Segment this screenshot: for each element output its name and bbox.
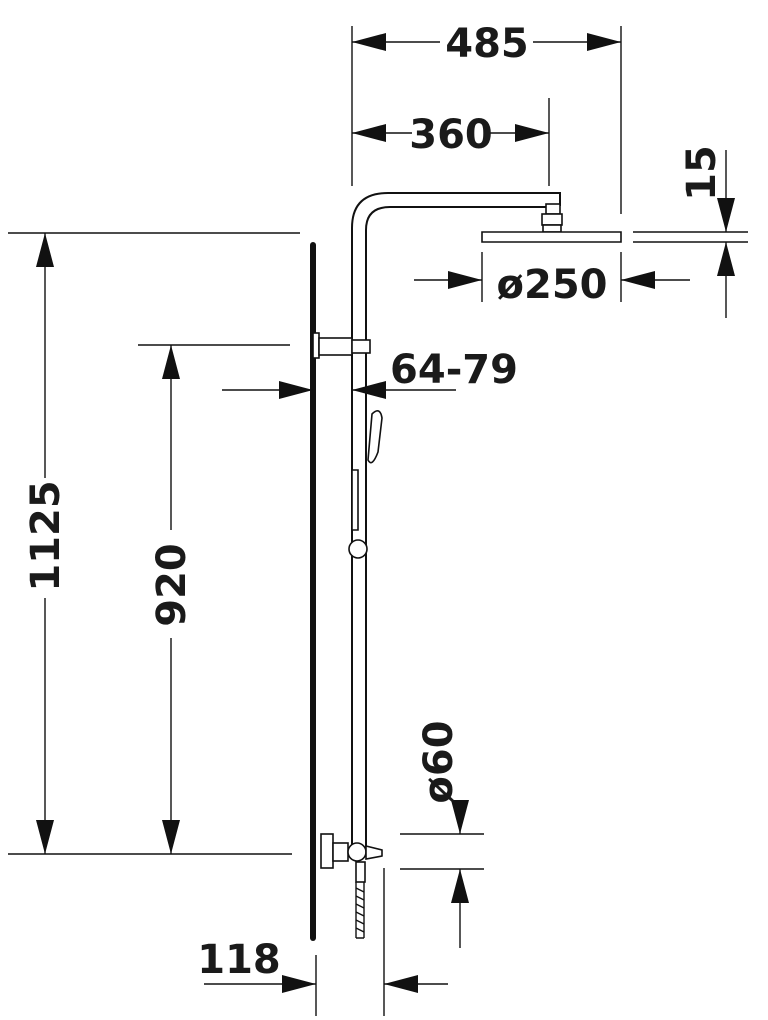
riser-pipe-inner — [365, 206, 548, 855]
dim-label-total-width: 485 — [445, 21, 529, 67]
upper-wall-bracket — [312, 332, 371, 359]
riser-pipe-outer — [351, 192, 561, 855]
dim-label-total-height: 1125 — [23, 480, 69, 591]
dim-label-rail-height: 920 — [149, 543, 195, 627]
dim-label-valve-depth: 118 — [197, 937, 281, 983]
dim-label-rosette-diameter: ø60 — [416, 720, 462, 803]
dimension-lines — [8, 26, 748, 1016]
shower-head — [481, 203, 622, 243]
hose — [355, 882, 365, 939]
dim-label-head-thickness: 15 — [679, 145, 725, 201]
mixer-valve — [320, 833, 383, 883]
shower-system-outline — [310, 192, 622, 941]
dim-label-rail-wall-distance: 64-79 — [390, 347, 518, 393]
dim-label-head-diameter: ø250 — [497, 262, 608, 308]
hand-shower — [348, 410, 383, 559]
dim-label-arm-length: 360 — [409, 112, 493, 158]
